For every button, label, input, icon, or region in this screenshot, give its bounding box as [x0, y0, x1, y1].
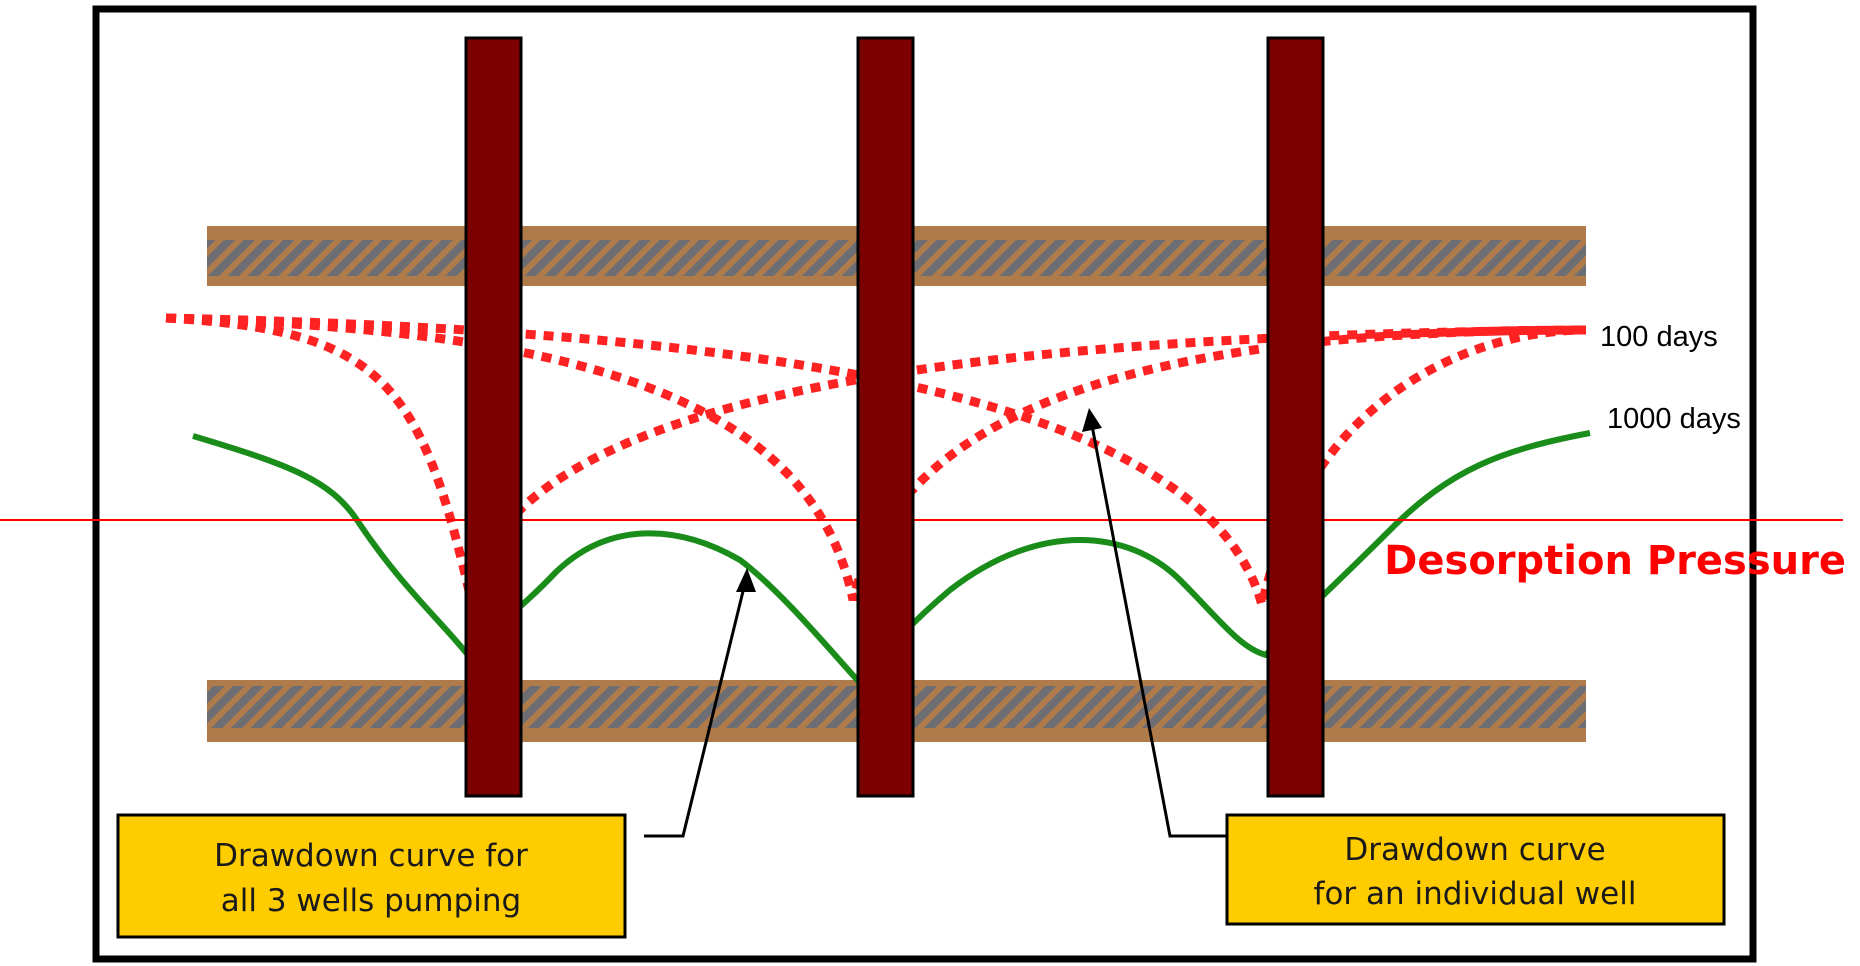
well-2 [856, 36, 915, 798]
individual-well-arrowhead-icon [1082, 408, 1102, 432]
label-desorption-pressure: Desorption Pressure [1384, 538, 1846, 584]
callout-arrows [644, 408, 1228, 838]
diagram-frame [92, 5, 1757, 963]
label-1000-days: 1000 days [1607, 403, 1741, 435]
individual-well-arrow [1088, 414, 1228, 838]
callout-all-wells-box [116, 813, 627, 939]
callout-individual-well: Drawdown curve for an individual well [1225, 813, 1726, 926]
all-wells-arrow [644, 574, 749, 838]
all-wells-arrowhead-icon [736, 568, 756, 592]
callout-all-wells-line2: all 3 wells pumping [221, 883, 521, 919]
callout-all-wells-line1: Drawdown curve for [214, 838, 528, 874]
callout-individual-well-line2: for an individual well [1314, 876, 1637, 912]
callout-individual-well-box [1225, 813, 1726, 926]
well-1 [464, 36, 523, 798]
callout-individual-well-line1: Drawdown curve [1344, 832, 1605, 868]
wells [464, 36, 1325, 798]
individual-drawdown-curve-well-3 [165, 313, 1587, 607]
label-100-days: 100 days [1600, 321, 1718, 353]
well-3 [1266, 36, 1325, 798]
callout-all-wells: Drawdown curve for all 3 wells pumping [116, 813, 627, 939]
individual-drawdown-curve-well-2 [165, 313, 1587, 602]
